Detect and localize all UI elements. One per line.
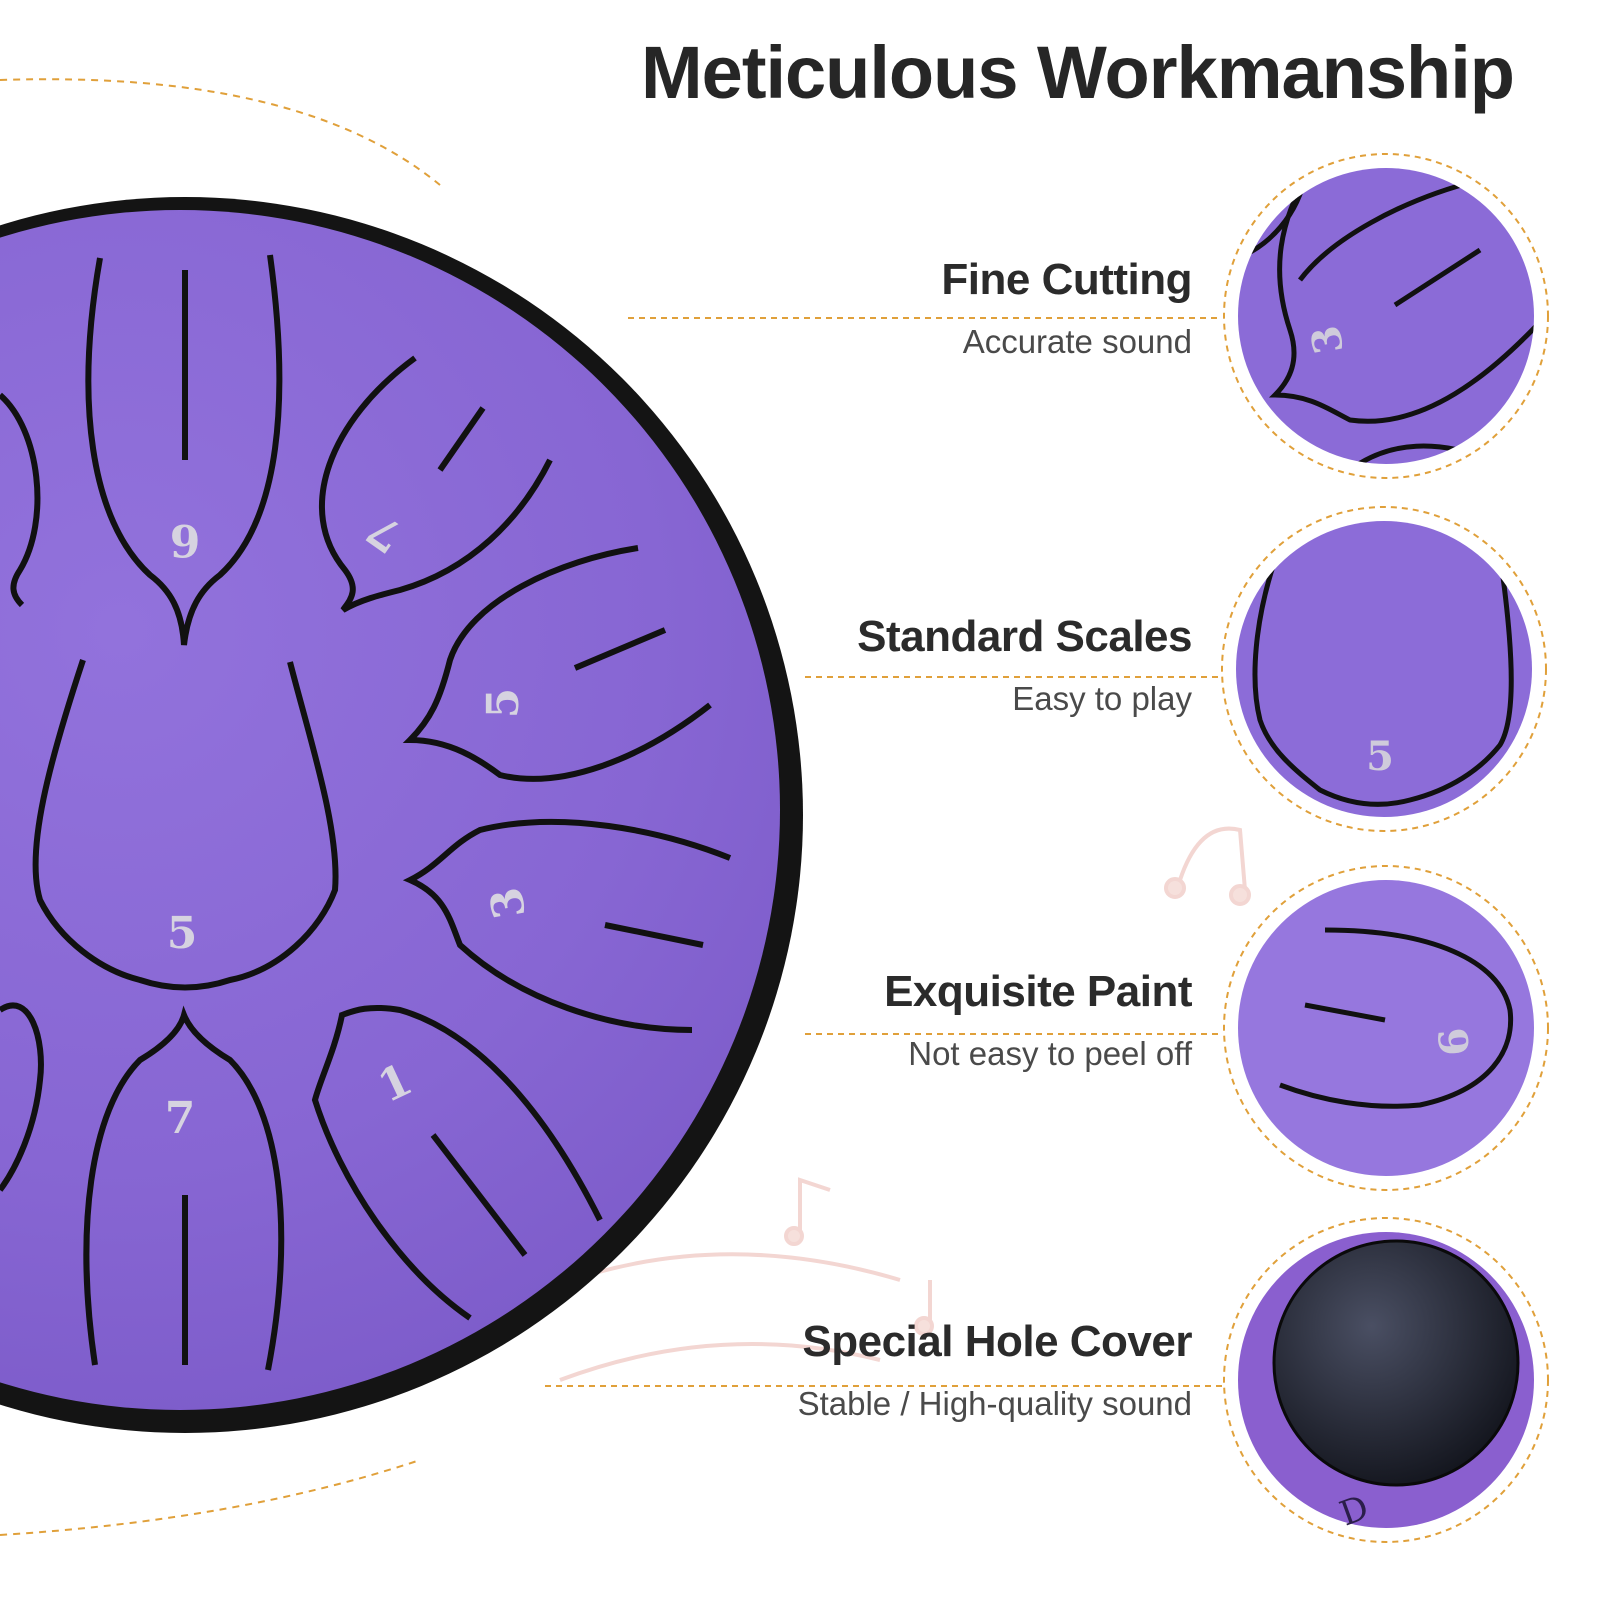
feature-fine-cutting: Fine Cutting Accurate sound [941, 254, 1192, 364]
feature-subtitle: Stable / High-quality sound [797, 1385, 1192, 1422]
headline: Meticulous Workmanship [641, 31, 1515, 114]
note-label: 5 [478, 688, 529, 719]
closeup-label: 6 [1430, 1026, 1479, 1058]
music-notes-decoration [519, 826, 1251, 1382]
feature-title: Special Hole Cover [802, 1317, 1192, 1366]
note-label: 7 [165, 1093, 196, 1144]
feature-subtitle: Easy to play [1012, 680, 1192, 717]
feature-title: Exquisite Paint [884, 967, 1192, 1016]
note-label: 5 [167, 908, 198, 959]
note-label: 6 [170, 514, 201, 565]
feature-subtitle: Accurate sound [962, 323, 1192, 360]
feature-exquisite-paint: Exquisite Paint Not easy to peel off [884, 966, 1192, 1076]
hole-cover-closeup-icon: D [1223, 1217, 1549, 1543]
feature-subtitle: Not easy to peel off [908, 1035, 1192, 1072]
closeup-label: 5 [1366, 733, 1394, 780]
paint-finish-closeup-icon: 6 [1223, 865, 1549, 1191]
tongue-drum: 6 7 5 3 5 1 7 [0, 197, 803, 1433]
feature-title: Standard Scales [857, 612, 1192, 661]
feature-title: Fine Cutting [941, 255, 1192, 304]
feature-special-hole-cover: Special Hole Cover Stable / High-quality… [797, 1316, 1193, 1426]
tongue-cut-closeup-icon: 3 [1223, 153, 1549, 479]
scale-tongue-closeup-icon: 5 [1221, 506, 1547, 832]
dashed-arc-decoration [0, 78, 441, 1536]
connector-lines [545, 317, 1222, 1387]
feature-standard-scales: Standard Scales Easy to play [857, 611, 1192, 721]
